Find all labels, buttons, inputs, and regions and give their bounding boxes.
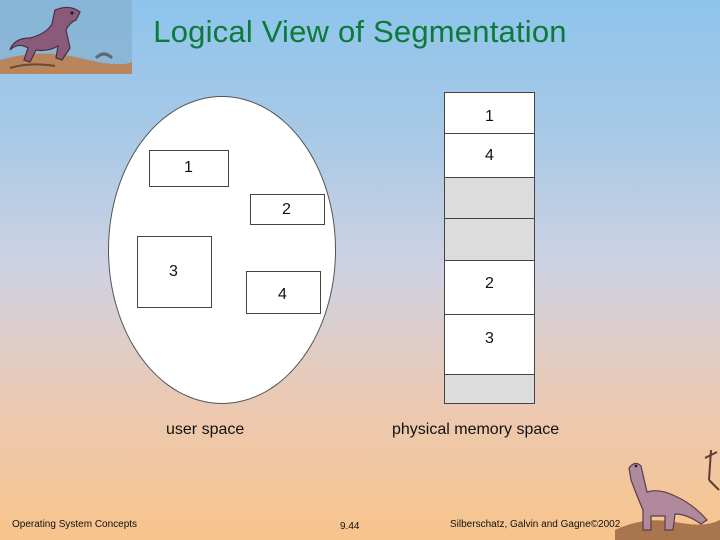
memory-block-2: 4 [444,133,535,178]
memory-block-4: 3 [444,314,535,375]
user-segment-3: 3 [137,236,212,308]
footer-course: Operating System Concepts [12,519,138,530]
user-segment-2-label: 2 [282,201,291,218]
user-segment-3-label: 3 [169,263,178,280]
footer-page-number: 9.44 [340,521,360,532]
memory-block-1-label: 1 [485,108,494,125]
physical-memory-caption: physical memory space [392,421,560,438]
page-title: Logical View of Segmentation [153,14,567,49]
user-segment-4: 4 [246,271,321,314]
memory-block-free-3 [444,374,535,404]
memory-block-3: 2 [444,260,535,315]
user-segment-4-label: 4 [278,286,287,303]
dinosaur-bottom-right-icon [615,450,720,540]
footer-authors: Silberschatz, Galvin and Gagne©2002 [450,519,621,530]
user-space-caption: user space [166,421,245,438]
dinosaur-top-left-icon [0,0,132,74]
user-segment-2: 2 [250,194,325,225]
user-segment-1: 1 [149,150,229,187]
memory-block-4-label: 3 [485,330,494,347]
user-space-ellipse [108,96,336,404]
memory-block-free-2 [444,218,535,261]
memory-block-1: 1 [444,92,535,134]
memory-block-3-label: 2 [485,275,494,292]
memory-block-free-1 [444,177,535,219]
memory-block-2-label: 4 [485,147,494,164]
user-segment-1-label: 1 [184,159,193,176]
